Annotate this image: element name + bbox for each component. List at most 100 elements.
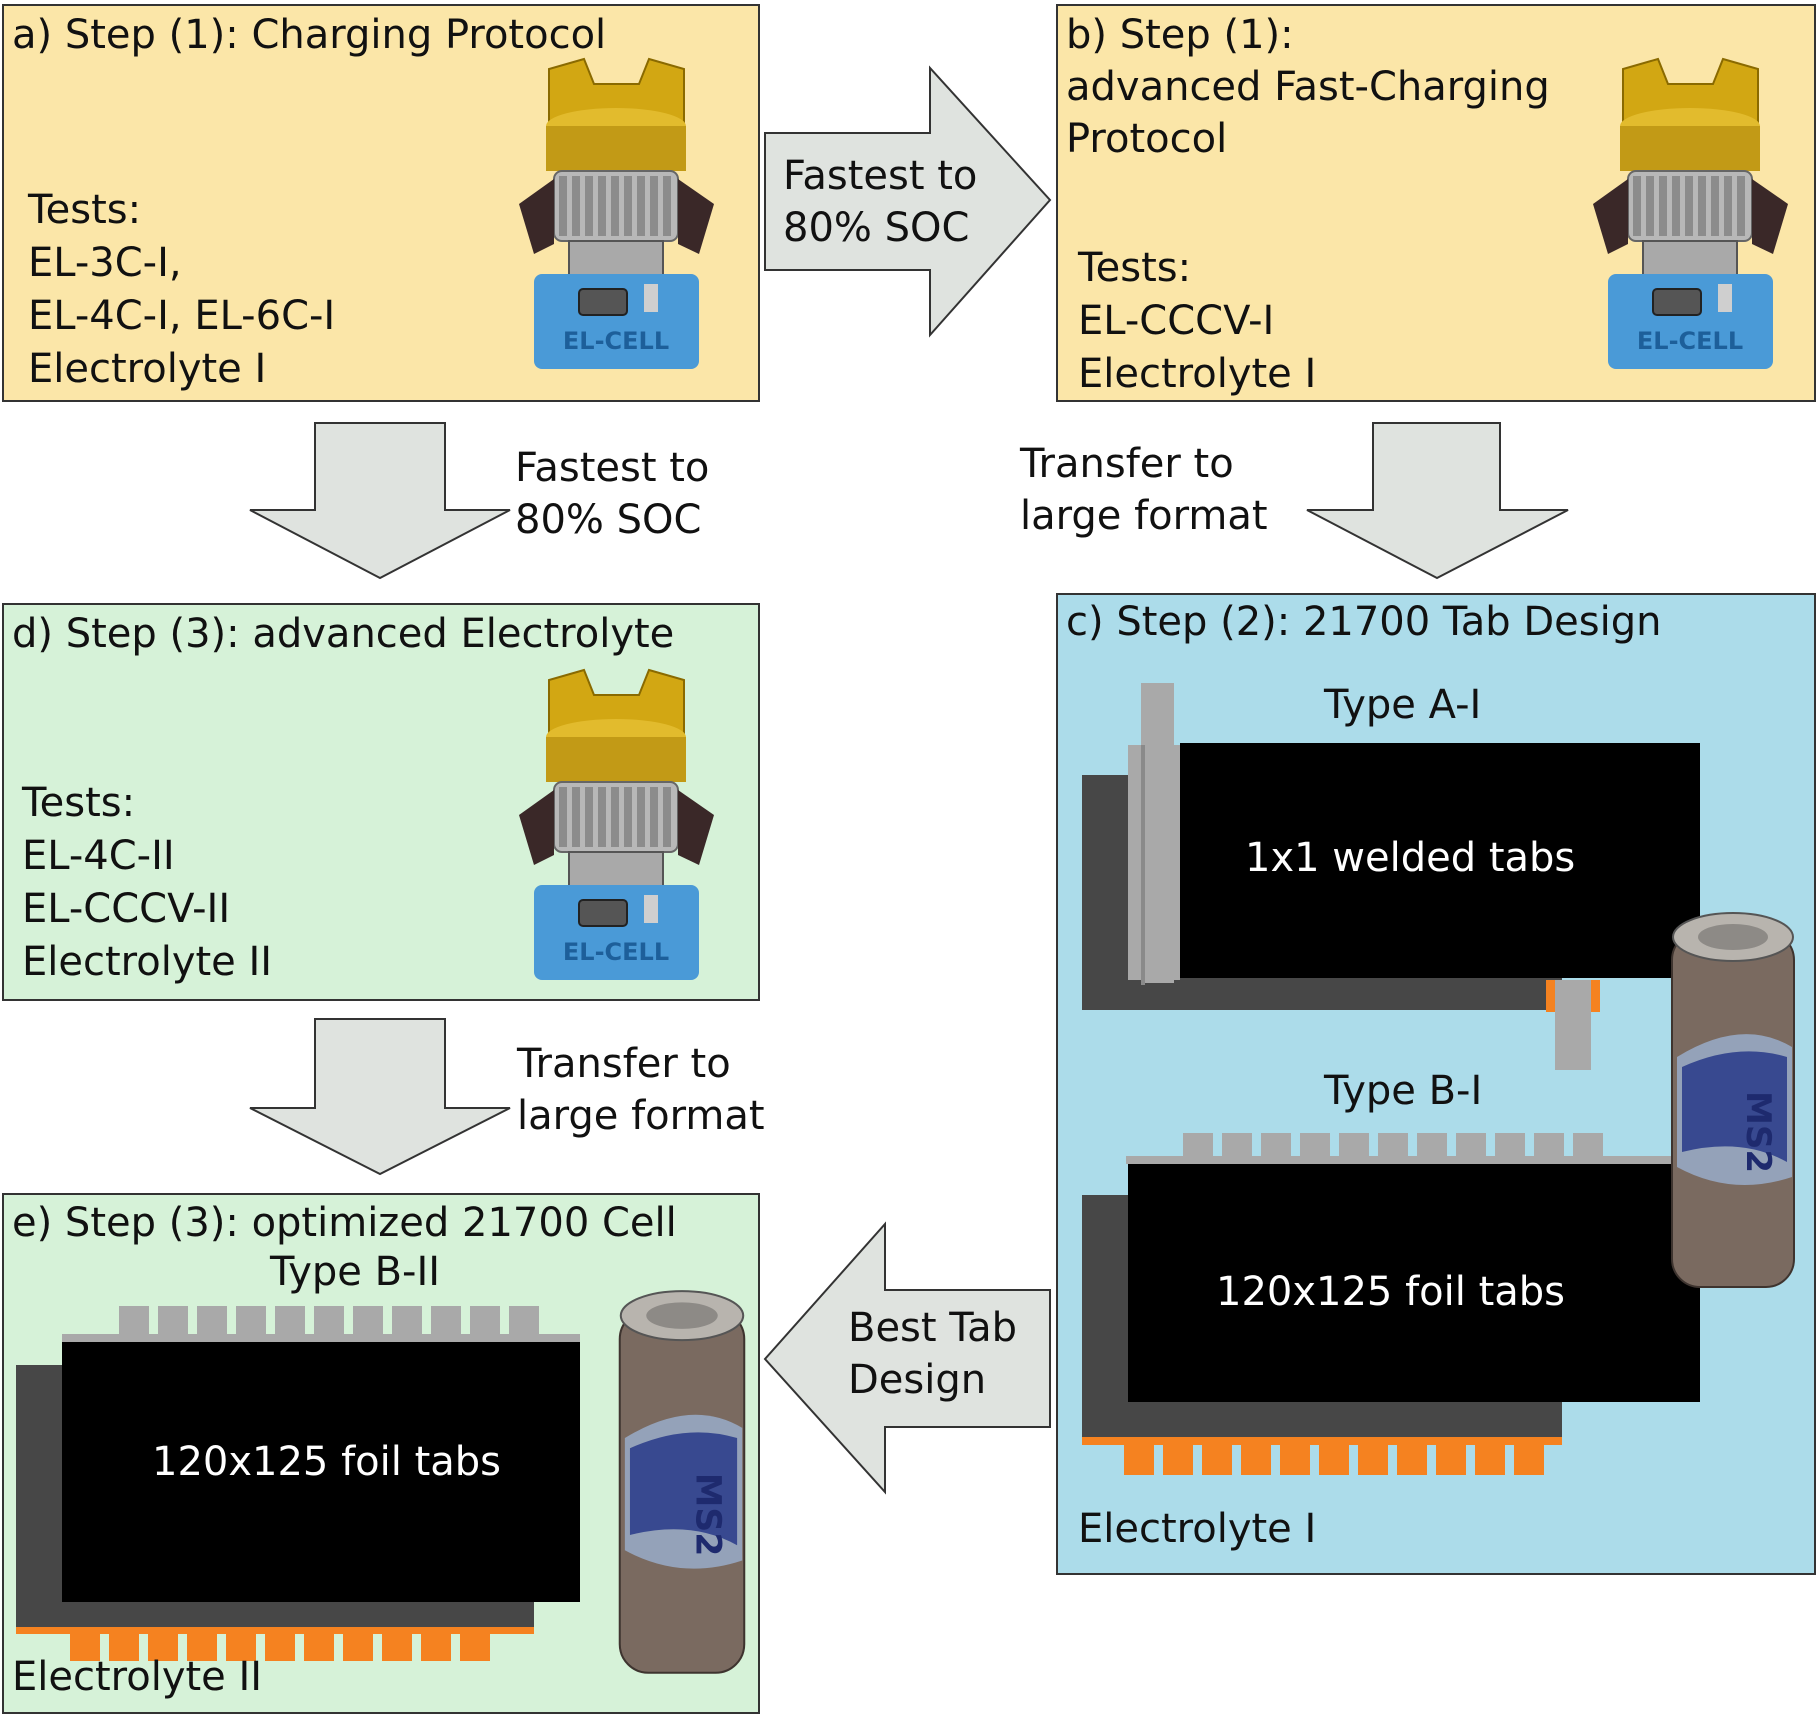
arrow-c-to-e-label-2: Design (848, 1357, 987, 1403)
panel-d-tests-label: Tests: (22, 780, 136, 826)
foil-tab (275, 1306, 305, 1334)
arrow-a-to-d-label-2: 80% SOC (515, 497, 702, 543)
type-b-bottom-strip (1082, 1437, 1562, 1445)
foil-tab (1534, 1133, 1564, 1156)
foil-tab (1456, 1133, 1486, 1156)
type-b2-front-sheet (62, 1342, 580, 1602)
foil-tab (187, 1634, 217, 1661)
type-a-front-sheet (1180, 743, 1700, 978)
panel-c: c) Step (2): 21700 Tab Design Type A-I 1… (1056, 593, 1816, 1575)
panel-d-line-2: EL-CCCV-II (22, 886, 231, 932)
arrow-a-to-b-label-2: 80% SOC (783, 205, 970, 251)
foil-tab (236, 1306, 266, 1334)
foil-tab (1280, 1445, 1310, 1475)
foil-tab (1397, 1445, 1427, 1475)
foil-tab (314, 1306, 344, 1334)
foil-tab (148, 1634, 178, 1661)
panel-e: e) Step (3): optimized 21700 Cell Type B… (2, 1193, 760, 1714)
panel-c-electrolyte: Electrolyte I (1078, 1506, 1317, 1552)
foil-tab (70, 1634, 100, 1661)
cylindrical-21700-cell-icon: MS2 (618, 1290, 746, 1674)
foil-tab (226, 1634, 256, 1661)
panel-a: a) Step (1): Charging Protocol Tests: EL… (2, 4, 760, 402)
el-cell-test-cell-icon: EL-CELL (1593, 57, 1788, 369)
panel-b-title-2: advanced Fast-Charging (1066, 64, 1550, 110)
arrow-b-to-c-label-1: Transfer to (1020, 441, 1234, 487)
arrow-b-to-c-label-2: large format (1020, 493, 1268, 539)
panel-c-title: c) Step (2): 21700 Tab Design (1066, 599, 1662, 645)
panel-e-title: e) Step (3): optimized 21700 Cell (12, 1200, 677, 1246)
foil-tab (1339, 1133, 1369, 1156)
foil-tab (470, 1306, 500, 1334)
panel-a-line-2: EL-4C-I, EL-6C-I (28, 293, 336, 339)
foil-tab (421, 1634, 451, 1661)
svg-text:MS2: MS2 (687, 1473, 727, 1557)
panel-e-type-label: Type B-II (270, 1249, 441, 1295)
foil-tab (197, 1306, 227, 1334)
foil-tab (1378, 1133, 1408, 1156)
panel-d-title: d) Step (3): advanced Electrolyte (12, 611, 675, 657)
panel-b-title-1: b) Step (1): (1066, 12, 1294, 58)
type-b2-top-strip (62, 1334, 580, 1342)
panel-b-line-2: Electrolyte I (1078, 351, 1317, 397)
foil-tab (353, 1306, 383, 1334)
foil-tab (343, 1634, 373, 1661)
arrow-a-to-d-label-1: Fastest to (515, 445, 710, 491)
panel-c-type-a-label: Type A-I (1324, 682, 1482, 728)
foil-tab (1319, 1445, 1349, 1475)
type-b-front-sheet (1128, 1164, 1700, 1402)
foil-tab (1300, 1133, 1330, 1156)
type-b-cell-label: 120x125 foil tabs (1216, 1269, 1566, 1315)
cylindrical-21700-cell-icon: MS2 (1671, 912, 1795, 1288)
panel-a-line-1: EL-3C-I, (28, 240, 182, 286)
foil-tab (392, 1306, 422, 1334)
panel-b: b) Step (1): advanced Fast-Charging Prot… (1056, 4, 1816, 402)
arrow-c-to-e-label-1: Best Tab (848, 1305, 1018, 1351)
type-b2-bottom-strip (16, 1627, 534, 1634)
foil-tab (1163, 1445, 1193, 1475)
svg-text:EL-CELL: EL-CELL (1637, 327, 1743, 355)
panel-b-tests-label: Tests: (1078, 245, 1192, 291)
foil-tab (109, 1634, 139, 1661)
foil-tab (1514, 1445, 1544, 1475)
panel-a-tests-label: Tests: (28, 187, 142, 233)
foil-tab (265, 1634, 295, 1661)
panel-b-title-3: Protocol (1066, 116, 1228, 162)
foil-tab (509, 1306, 539, 1334)
foil-tab (304, 1634, 334, 1661)
panel-d-line-3: Electrolyte II (22, 939, 273, 985)
panel-a-line-3: Electrolyte I (28, 346, 267, 392)
foil-tab (1202, 1445, 1232, 1475)
foil-tab (119, 1306, 149, 1334)
type-a-bottom-tab (1555, 980, 1591, 1070)
type-b2-cell-label: 120x125 foil tabs (152, 1439, 502, 1485)
arrow-d-to-e-label-2: large format (517, 1093, 765, 1139)
foil-tab (158, 1306, 188, 1334)
type-a-tab-top (1141, 683, 1174, 983)
foil-tab (1183, 1133, 1213, 1156)
type-b-top-strip (1126, 1156, 1700, 1164)
type-a-tab-divider (1141, 745, 1145, 985)
arrow-a-to-b-label-1: Fastest to (783, 153, 978, 199)
panel-b-line-1: EL-CCCV-I (1078, 298, 1275, 344)
el-cell-test-cell-icon: EL-CELL (519, 57, 714, 369)
foil-tab (1417, 1133, 1447, 1156)
foil-tab (1124, 1445, 1154, 1475)
panel-c-type-b-label: Type B-I (1324, 1068, 1483, 1114)
foil-tab (382, 1634, 412, 1661)
foil-tab (1573, 1133, 1603, 1156)
foil-tab (1495, 1133, 1525, 1156)
type-a-cell-label: 1x1 welded tabs (1245, 835, 1576, 881)
foil-tab (431, 1306, 461, 1334)
panel-d: d) Step (3): advanced Electrolyte Tests:… (2, 603, 760, 1001)
panel-e-electrolyte: Electrolyte II (12, 1654, 263, 1700)
foil-tab (1261, 1133, 1291, 1156)
svg-text:EL-CELL: EL-CELL (563, 938, 669, 966)
foil-tab (1475, 1445, 1505, 1475)
svg-text:MS2: MS2 (1738, 1091, 1778, 1173)
foil-tab (460, 1634, 490, 1661)
arrow-d-to-e-label-1: Transfer to (517, 1041, 731, 1087)
panel-d-line-1: EL-4C-II (22, 833, 175, 879)
foil-tab (1436, 1445, 1466, 1475)
foil-tab (1358, 1445, 1388, 1475)
